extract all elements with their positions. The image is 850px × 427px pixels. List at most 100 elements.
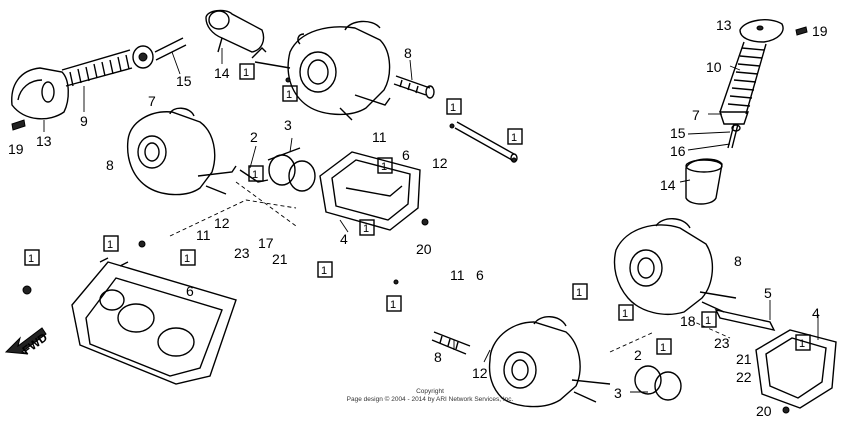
copyright-text: Page design © 2004 - 2014 by ARI Network… [346, 396, 514, 403]
callout-23: 23 [234, 245, 250, 261]
callout-4: 4 [340, 231, 348, 247]
boxed-callout-1: 1 [618, 304, 634, 321]
callout-19: 19 [8, 141, 24, 157]
carb-top-cap-13[interactable] [739, 19, 784, 43]
callout-21: 21 [272, 251, 288, 267]
boxed-callout-1: 1 [377, 157, 393, 174]
callout-3: 3 [284, 117, 292, 133]
vacuum-piston-left[interactable] [205, 9, 265, 53]
leader-line [483, 349, 491, 363]
reference-line [689, 319, 731, 339]
air-box-lower-left[interactable] [71, 257, 237, 385]
gasket-5[interactable] [714, 308, 776, 332]
reference-line [609, 331, 655, 353]
leader-line [339, 219, 349, 233]
callout-2: 2 [250, 129, 258, 145]
fuel-pipe-8-upper[interactable] [393, 75, 435, 99]
callout-20: 20 [756, 403, 772, 419]
throttle-link-upper[interactable] [251, 47, 291, 69]
copyright-notice: Copyright Page design © 2004 - 2014 by A… [330, 388, 530, 404]
svg-text:1: 1 [390, 299, 396, 311]
boxed-callout-1: 1 [282, 85, 298, 102]
callout-12: 12 [472, 365, 488, 381]
svg-text:1: 1 [321, 265, 327, 277]
callout-8: 8 [404, 45, 412, 61]
float-chamber-middle[interactable] [319, 151, 421, 231]
vacuum-piston-14-right[interactable] [685, 158, 723, 205]
callout-3: 3 [614, 385, 622, 401]
callout-19: 19 [812, 23, 828, 39]
callout-21: 21 [736, 351, 752, 367]
callout-11: 11 [196, 227, 211, 243]
callout-22: 22 [736, 369, 752, 385]
boxed-callout-1: 1 [656, 338, 672, 355]
boxed-callout-1: 1 [507, 128, 523, 145]
svg-text:1: 1 [660, 342, 666, 354]
float-pin-2[interactable] [239, 169, 269, 183]
callout-7: 7 [148, 93, 156, 109]
leader-line [289, 137, 293, 153]
callout-6: 6 [402, 147, 410, 163]
leader-line [687, 143, 731, 151]
callout-14: 14 [660, 177, 676, 193]
callout-5: 5 [764, 285, 772, 301]
callout-15: 15 [176, 73, 192, 89]
screw-19-left[interactable] [11, 119, 26, 131]
leader-line [729, 65, 741, 71]
callout-8: 8 [734, 253, 742, 269]
leader-line [679, 179, 691, 183]
float-assembly-3[interactable] [267, 147, 316, 192]
boxed-callout-1: 1 [180, 249, 196, 266]
boxed-callout-1: 1 [103, 235, 119, 252]
callout-11: 11 [450, 267, 465, 283]
boxed-callout-1: 1 [701, 311, 717, 328]
fwd-arrow [4, 327, 47, 355]
callout-11: 11 [372, 129, 387, 145]
boxed-callout-1: 1 [446, 98, 462, 115]
piston-spring-left[interactable] [61, 49, 133, 87]
reference-line [169, 199, 297, 237]
callout-12: 12 [214, 215, 230, 231]
screw-19-right[interactable] [795, 26, 808, 36]
callout-6: 6 [476, 267, 484, 283]
boxed-callout-1: 1 [317, 261, 333, 278]
callout-8: 8 [106, 157, 114, 173]
callout-labels: 9 13 19 7 15 14 8 8 11 6 12 2 3 12 11 23… [8, 17, 828, 419]
carburetor-body-upper[interactable] [287, 20, 391, 121]
piston-spring-10[interactable] [719, 41, 767, 115]
float-chamber-lower-right[interactable] [755, 329, 837, 409]
carburetor-body-lower[interactable] [488, 316, 611, 408]
boxed-callouts: 1 1 1 1 1 1 1 1 1 1 1 1 1 1 1 1 1 [24, 63, 811, 355]
fuel-pipe-8-lower[interactable] [431, 331, 471, 355]
carburetor-body-lower-right[interactable] [613, 218, 737, 315]
svg-text:1: 1 [286, 89, 292, 101]
needle-holder-7[interactable] [719, 111, 749, 125]
carburetor-body-left[interactable] [126, 107, 237, 196]
callout-6: 6 [186, 283, 194, 299]
boxed-callout-1: 1 [239, 63, 255, 80]
callout-18: 18 [680, 313, 696, 329]
leader-line [687, 131, 731, 135]
jet-needle-holder[interactable] [132, 37, 187, 69]
boxed-callout-1: 1 [248, 165, 264, 182]
small-screws[interactable] [22, 77, 790, 414]
svg-text:1: 1 [28, 253, 34, 265]
svg-text:1: 1 [576, 287, 582, 299]
leader-line [171, 51, 181, 75]
callout-16: 16 [670, 143, 686, 159]
leader-line [249, 145, 257, 169]
float-chamber-cover-left[interactable] [11, 67, 69, 120]
callout-14: 14 [214, 65, 230, 81]
boxed-callout-1: 1 [386, 295, 402, 312]
svg-text:1: 1 [184, 253, 190, 265]
float-assembly-3-lower[interactable] [634, 365, 682, 401]
callout-9: 9 [80, 113, 88, 129]
callout-23: 23 [714, 335, 730, 351]
reference-line [235, 181, 297, 227]
svg-text:1: 1 [705, 315, 711, 327]
callout-17: 17 [258, 235, 274, 251]
svg-text:1: 1 [363, 223, 369, 235]
svg-text:1: 1 [450, 102, 456, 114]
leader-line [409, 59, 413, 81]
